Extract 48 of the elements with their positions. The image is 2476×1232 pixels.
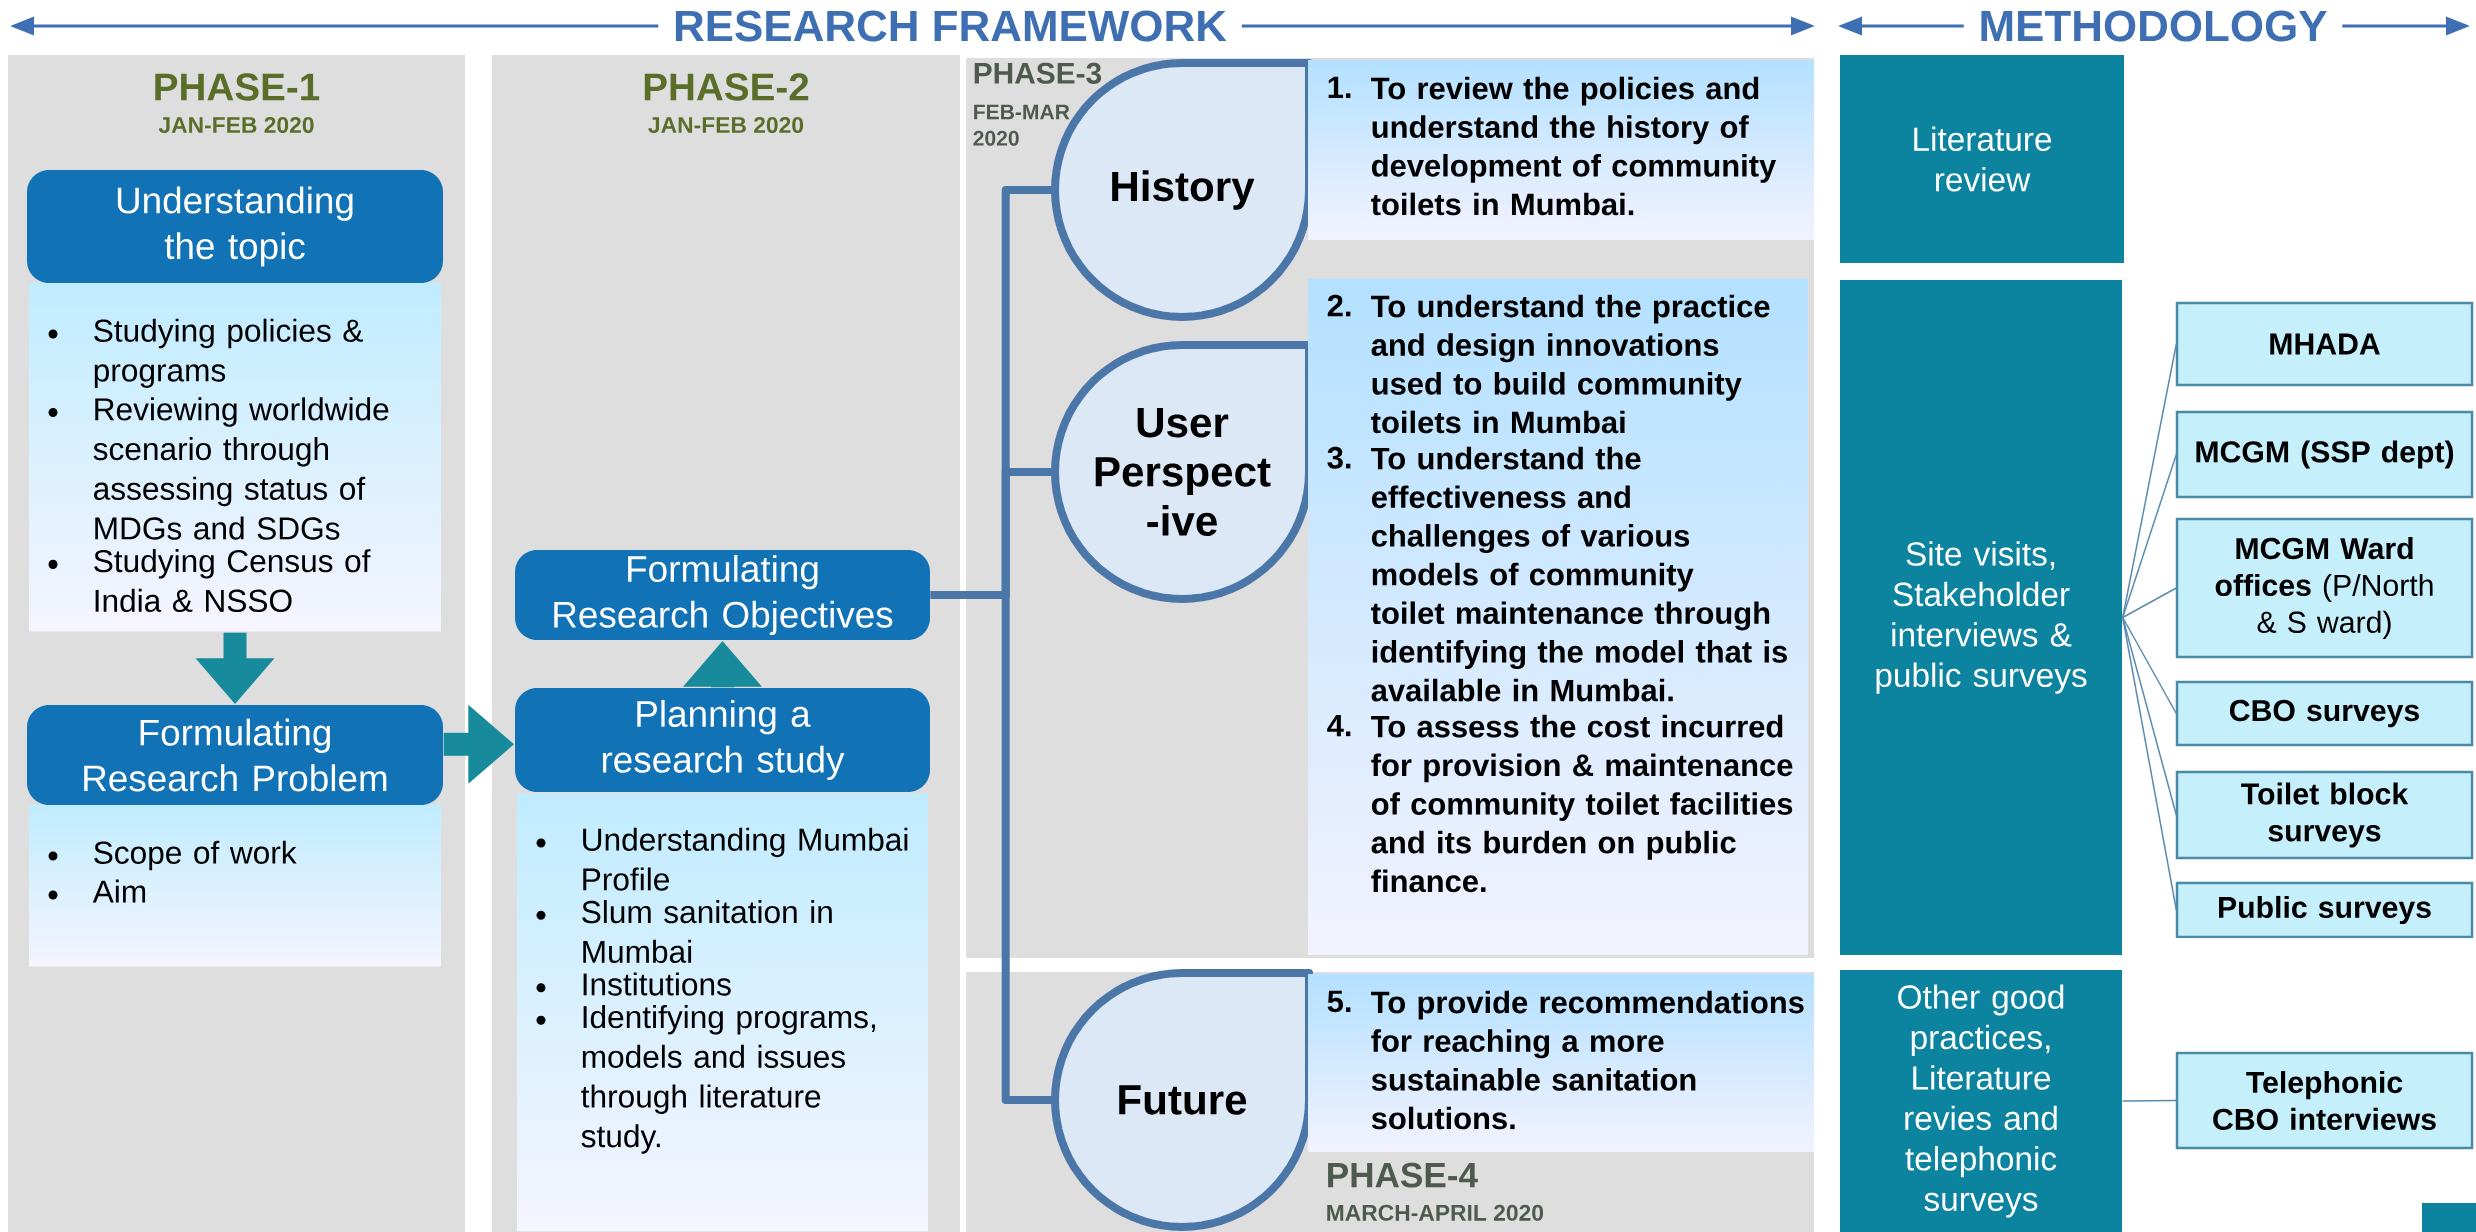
bullet-item: Institutions xyxy=(536,972,731,996)
bullet-item: Studying policies & programs xyxy=(48,318,363,388)
bullet-item: Studying Census of India & NSSO xyxy=(48,549,371,613)
node-label: To assess the cost incurred for provision & maintenance of community toilet facilities and its burden on public finance. xyxy=(1371,714,1793,893)
bullet-item: Aim xyxy=(48,879,146,903)
method-box: Other good practices, Literature revies and telephonic surveys xyxy=(1840,970,2122,1232)
phase-dates: JAN-FEB 2020 xyxy=(648,116,804,134)
heading-box: Formulating Research Objectives xyxy=(515,550,930,640)
phase-dates: MARCH-APRIL 2020 xyxy=(1327,1204,1544,1221)
method-box: Site visits, Stakeholder interviews & public surveys xyxy=(1840,280,2122,955)
connector-line xyxy=(2121,587,2178,619)
node-label: 4. xyxy=(1327,714,1351,737)
connector-line xyxy=(2121,616,2178,715)
source-box: Public surveys xyxy=(2175,881,2474,939)
source-box: MHADA xyxy=(2175,301,2474,387)
connector-line xyxy=(2121,616,2178,911)
numbered-item: To provide recommendations for reaching a more sustainable sanitation solutions. 5. xyxy=(1327,990,1804,1130)
source-box: MCGM (SSP dept) xyxy=(2175,410,2474,499)
numbered-item: To assess the cost incurred for provision & maintenance of community toilet facilities and its burden on public finance. 4. xyxy=(1327,714,1793,893)
method-box: Literature review xyxy=(1840,55,2124,263)
node-label: To understand the effectiveness and challenges of various models of community toilet maintenance through identifying the model that is available in Mumbai. xyxy=(1371,446,1787,702)
connector-line xyxy=(2121,1099,2178,1102)
heading-box: Understanding the topic xyxy=(27,170,443,283)
phase-title: PHASE-4 xyxy=(1328,1162,1478,1188)
source-box: Telephonic CBO interviews xyxy=(2175,1051,2474,1150)
source-box: CBO surveys xyxy=(2175,680,2474,747)
bullet-item: Reviewing worldwide scenario through assessing status of MDGs and SDGs xyxy=(48,397,389,540)
numbered-item: To understand the effectiveness and challenges of various models of community toilet maintenance through identifying the model that is available in Mumbai. 3. xyxy=(1327,446,1787,702)
bullet-item: Understanding Mumbai Profile xyxy=(536,827,908,891)
phase-title: PHASE-1 xyxy=(155,73,320,101)
source-box: MCGM Ward offices (P/North & S ward) xyxy=(2175,517,2474,659)
phase-dates: JAN-FEB 2020 xyxy=(158,116,314,134)
node-label: 3. xyxy=(1327,446,1351,469)
bullet-item: Slum sanitation in Mumbai xyxy=(536,900,832,963)
node-label: 2. xyxy=(1327,294,1351,317)
bullet-item: Identifying programs, models and issues through literature study. xyxy=(536,1005,875,1154)
source-box: Toilet block surveys xyxy=(2175,770,2474,860)
connector-line xyxy=(2121,343,2178,619)
heading-box: Formulating Research Problem xyxy=(27,705,443,805)
section-heading: RESEARCH FRAMEWORK xyxy=(675,10,1227,42)
heading-box: Planning a research study xyxy=(515,688,930,792)
node-label: To understand the practice and design innovations used to build community toilets in Mumbai xyxy=(1371,294,1770,434)
section-heading: METHODOLOGY xyxy=(1981,10,2327,42)
numbered-item: To understand the practice and design innovations used to build community toilets in Mumbai 2. xyxy=(1327,294,1770,434)
bullet-item: Scope of work xyxy=(48,840,297,871)
connector-line xyxy=(2121,453,2178,619)
numbered-item: To review the policies and understand the history of development of community toilets in Mumbai. 1. xyxy=(1328,76,1777,216)
phase-title: PHASE-2 xyxy=(644,73,809,101)
